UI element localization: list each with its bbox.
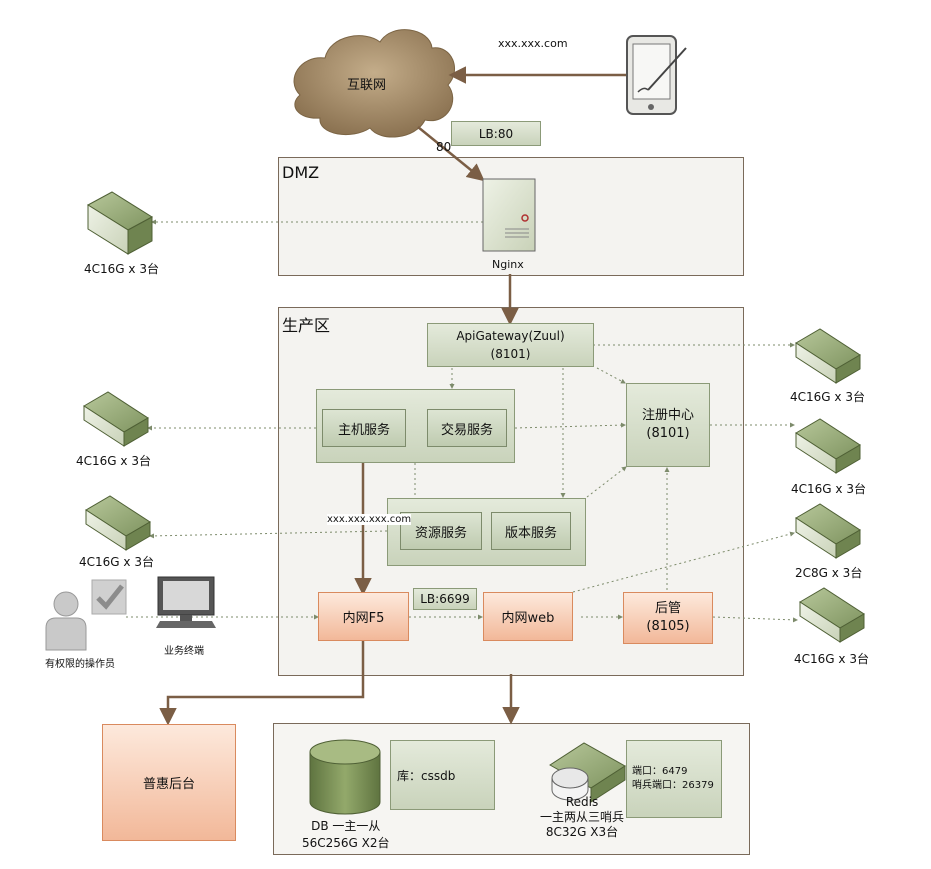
resource-server-spec: 4C16G x 3台 bbox=[79, 555, 154, 569]
server-box-icon-resource bbox=[85, 495, 151, 551]
web-server-spec: 2C8G x 3台 bbox=[795, 566, 863, 580]
api-gateway-box[interactable]: ApiGateway(Zuul) (8101) bbox=[427, 323, 594, 367]
internet-to-nginx-arrow bbox=[417, 126, 485, 182]
domain-label: xxx.xxx.com bbox=[498, 37, 568, 50]
intranet-web-box[interactable]: 内网web bbox=[483, 592, 573, 641]
port80-label: 80 bbox=[436, 140, 452, 154]
operator-person-icon bbox=[45, 591, 87, 651]
nginx-server-icon bbox=[482, 178, 536, 252]
server-box-icon-web bbox=[795, 503, 861, 559]
server-box-icon-registry bbox=[795, 418, 861, 474]
server-box-icon-nginx bbox=[87, 191, 153, 255]
internet-label: 互联网 bbox=[347, 78, 387, 93]
terminal-computer-icon bbox=[156, 576, 216, 628]
server-box-icon-host bbox=[83, 391, 149, 447]
dmz-zone-label: DMZ bbox=[282, 163, 320, 182]
puhui-backend-box[interactable]: 普惠后台 bbox=[102, 724, 236, 841]
redis-info-box: 端口：6479 哨兵端口：26379 bbox=[626, 740, 722, 818]
production-zone-label: 生产区 bbox=[282, 316, 331, 335]
db-info-text: 库：cssdb bbox=[397, 768, 456, 783]
checkmark-icon bbox=[91, 579, 127, 615]
internet-cloud-icon bbox=[293, 29, 456, 138]
registry-center-box[interactable]: 注册中心 (8101) bbox=[626, 383, 710, 467]
nginx-label: Nginx bbox=[492, 258, 524, 271]
server-box-icon-backend bbox=[799, 587, 865, 643]
nginx-server-spec: 4C16G x 3台 bbox=[84, 262, 159, 276]
gateway-server-spec: 4C16G x 3台 bbox=[790, 390, 865, 404]
lb80-badge: LB:80 bbox=[451, 121, 541, 146]
trade-service-box[interactable]: 交易服务 bbox=[427, 409, 507, 447]
version-service-box[interactable]: 版本服务 bbox=[491, 512, 571, 550]
intranet-f5-box[interactable]: 内网F5 bbox=[318, 592, 409, 641]
resource-service-box[interactable]: 资源服务 bbox=[400, 512, 482, 550]
server-box-icon-gateway bbox=[795, 328, 861, 384]
host-service-box[interactable]: 主机服务 bbox=[322, 409, 406, 447]
redis-info-text: 端口：6479 哨兵端口：26379 bbox=[632, 766, 714, 791]
registry-server-spec: 4C16G x 3台 bbox=[791, 482, 866, 496]
lb6699-badge: LB:6699 bbox=[413, 588, 477, 610]
operator-label: 有权限的操作员 bbox=[45, 659, 115, 670]
backend-admin-box[interactable]: 后管 (8105) bbox=[623, 592, 713, 644]
database-cylinder-icon bbox=[309, 739, 381, 815]
terminal-label: 业务终端 bbox=[164, 646, 204, 657]
db-info-box: 库：cssdb bbox=[390, 740, 495, 810]
f5-to-puhui-arrow bbox=[159, 641, 365, 726]
db-label: DB 一主一从 56C256G X2台 bbox=[302, 819, 390, 850]
redis-label: Redis 一主两从三哨兵 8C32G X3台 bbox=[540, 795, 625, 839]
host-address-label: xxx.xxx.xxx.com bbox=[327, 514, 412, 525]
backend-server-spec: 4C16G x 3台 bbox=[794, 652, 869, 666]
redis-server-icon bbox=[549, 742, 626, 803]
mobile-device-icon bbox=[626, 35, 687, 115]
host-server-spec: 4C16G x 3台 bbox=[76, 454, 151, 468]
